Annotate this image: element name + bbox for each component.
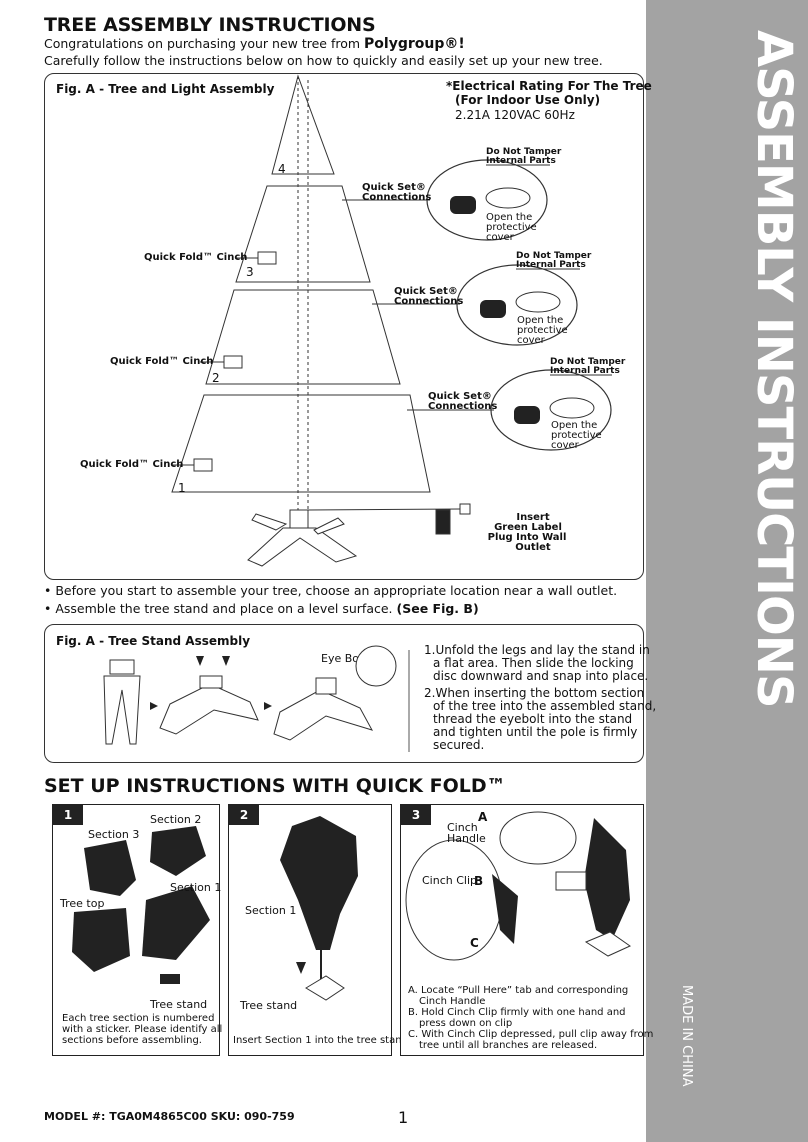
section-number-1: 1 [178,481,186,495]
stand-step-1: 1.Unfold the legs and lay the stand in a… [424,643,650,683]
cinch-label-1: Quick Fold™ Cinch [80,459,184,470]
plug-label-3: Plug Into Wall [487,532,567,543]
open-cover-c3: cover [551,440,579,451]
step-badge-2: 2 [229,805,259,825]
p1-section-2: Section 2 [150,813,202,826]
plug-label-2: Green Label [494,522,562,533]
fig-stand-title: Fig. A - Tree Stand Assembly [56,634,251,648]
open-cover-b2: protective [517,325,568,336]
tamper-b2: Internal Parts [516,260,586,270]
p3-cinch-handle-1: Cinch [447,821,478,834]
tree-section-2 [205,289,401,385]
connection-label-a1: Quick Set® [362,182,426,193]
p3-cinch-clip: Cinch Clip [422,874,477,887]
tamper-c1: Do Not Tamper [550,357,626,367]
tree-section-4 [271,74,335,175]
p3-steps: A. Locate “Pull Here” tab and correspond… [408,985,654,1051]
intro-line-2: Carefully follow the instructions below … [44,53,603,68]
rating-values: 2.21A 120VAC 60Hz [455,108,575,122]
tamper-a1: Do Not Tamper [486,147,562,157]
sidebar: ASSEMBLY INSTRUCTIONS [646,0,808,1142]
plug-label-1: Insert [516,512,550,523]
section-number-4: 4 [278,162,286,176]
cinch-label-2: Quick Fold™ Cinch [110,356,214,367]
section-number-3: 3 [246,265,254,279]
rating-title: *Electrical Rating For The Tree [446,79,652,93]
connection-label-c1: Quick Set® [428,391,492,402]
p1-tree-top: Tree top [60,897,105,910]
p2-section-1: Section 1 [245,904,297,917]
cinch-label-3: Quick Fold™ Cinch [144,252,248,263]
p2-caption: Insert Section 1 into the tree stand. [233,1035,412,1046]
tamper-b1: Do Not Tamper [516,251,592,261]
rating-sub: (For Indoor Use Only) [455,93,601,107]
connection-label-b1: Quick Set® [394,286,458,297]
open-cover-b1: Open the [517,315,564,326]
open-cover-a2: protective [486,222,537,233]
connection-label-b2: Connections [394,296,464,307]
stand-assembly-panel [44,624,644,763]
open-cover-a3: cover [486,232,514,243]
p2-tree-stand: Tree stand [240,999,298,1012]
tamper-a2: Internal Parts [486,156,556,166]
page-number: 1 [398,1108,409,1127]
p1-caption: Each tree section is numbered with a sti… [62,1013,223,1046]
brand-name: Polygroup®! [364,36,465,52]
p1-section-3: Section 3 [88,828,140,841]
section-number-2: 2 [212,371,220,385]
p3-letter-b: B [474,874,484,888]
open-cover-a1: Open the [486,212,533,223]
p3-letter-a: A [478,810,488,824]
open-cover-c2: protective [551,430,602,441]
open-cover-b3: cover [517,335,545,346]
page-title: TREE ASSEMBLY INSTRUCTIONS [44,14,376,36]
connection-label-c2: Connections [428,401,498,412]
bullet-1: • Before you start to assemble your tree… [44,583,618,598]
p3-cinch-handle-2: Handle [447,832,486,845]
open-cover-c1: Open the [551,420,598,431]
setup-title: SET UP INSTRUCTIONS WITH QUICK FOLD™ [44,775,506,797]
connection-label-a2: Connections [362,192,432,203]
eye-bolt-label: Eye Bolt [321,652,367,665]
bullet-2: • Assemble the tree stand and place on a… [44,601,479,616]
stand-step-2: 2.When inserting the bottom section of t… [424,686,657,752]
tamper-c2: Internal Parts [550,366,620,376]
tree-section-1 [171,394,431,493]
model-sku: MODEL #: TGA0M4865C00 SKU: 090-759 [44,1110,295,1123]
plug-label-4: Outlet [515,542,551,553]
p1-tree-stand: Tree stand [150,998,208,1011]
step-badge-1: 1 [53,805,83,825]
intro-line-1: Congratulations on purchasing your new t… [44,36,465,52]
step-badge-3: 3 [401,805,431,825]
fig-tree-title: Fig. A - Tree and Light Assembly [56,82,275,96]
p3-letter-c: C [470,936,479,950]
p1-section-1: Section 1 [170,881,222,894]
